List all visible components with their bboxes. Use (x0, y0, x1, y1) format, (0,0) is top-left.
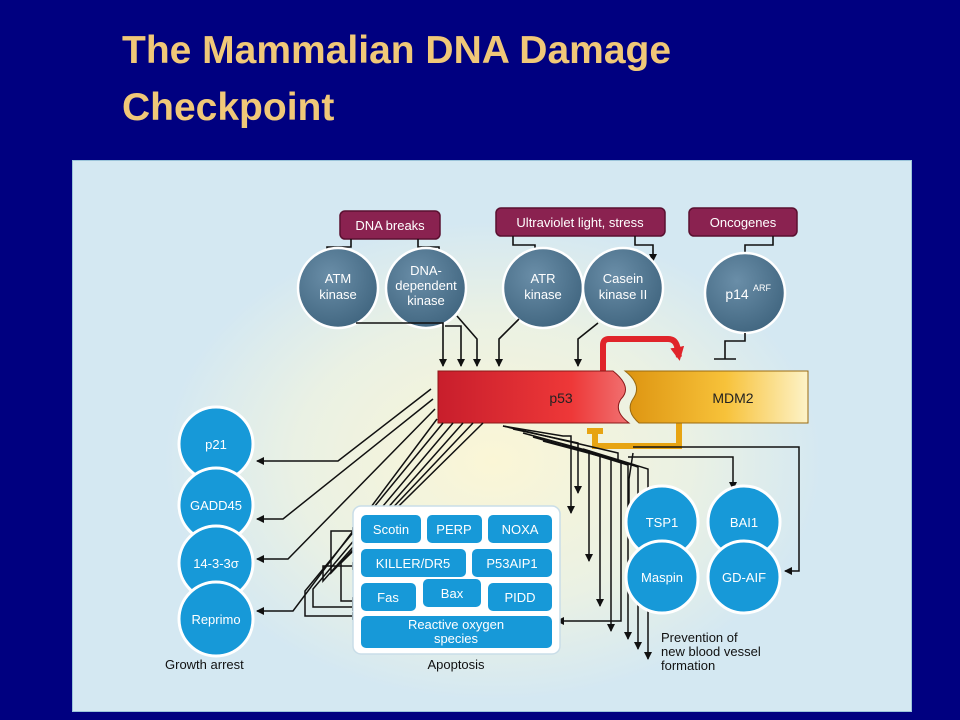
oncogenes-label: Oncogenes (710, 215, 777, 230)
title-line-1: The Mammalian DNA Damage (122, 29, 672, 72)
svg-text:BAI1: BAI1 (730, 515, 758, 530)
perp-node: PERP (427, 515, 482, 543)
p21-node: p21 (177, 405, 255, 483)
gd-aif-node: GD-AIF (706, 539, 782, 615)
svg-text:14-3-3σ: 14-3-3σ (193, 556, 239, 571)
p53-protein: p53 (437, 370, 631, 424)
svg-text:PERP: PERP (436, 522, 471, 537)
svg-text:GADD45: GADD45 (190, 498, 242, 513)
diagram-panel: DNA breaks Ultraviolet light, stress Onc… (72, 160, 912, 712)
svg-text:ATR: ATR (530, 271, 555, 286)
svg-text:DNA-: DNA- (410, 263, 442, 278)
uv-stress-label: Ultraviolet light, stress (516, 215, 644, 230)
svg-text:p14: p14 (725, 286, 749, 302)
fas-node: Fas (361, 583, 416, 611)
p53-label: p53 (549, 390, 573, 406)
svg-text:species: species (434, 631, 479, 646)
svg-text:kinase II: kinase II (599, 287, 647, 302)
apoptosis-label: Apoptosis (427, 657, 485, 672)
p14arf-node: p14 ARF (703, 251, 787, 335)
svg-text:Bax: Bax (441, 586, 464, 601)
noxa-node: NOXA (488, 515, 552, 543)
svg-text:NOXA: NOXA (502, 522, 539, 537)
mdm2-protein: MDM2 (623, 370, 809, 424)
kinase-to-p53-arrows (356, 315, 599, 367)
svg-text:ATM: ATM (325, 271, 351, 286)
angiogenesis-label-3: formation (661, 658, 715, 673)
apoptosis-group: Scotin PERP NOXA KILLER/DR5 P53AIP1 Fas … (352, 505, 561, 672)
svg-text:kinase: kinase (407, 293, 445, 308)
growth-arrest-group: p21 GADD45 14-3-3σ Reprimo Growth arrest (165, 405, 255, 672)
svg-text:kinase: kinase (319, 287, 357, 302)
svg-text:ARF: ARF (753, 283, 772, 293)
svg-text:Casein: Casein (603, 271, 643, 286)
title-line-2: Checkpoint (122, 86, 335, 129)
angiogenesis-group: TSP1 BAI1 Maspin GD-AIF Prevention of ne… (624, 484, 782, 673)
svg-text:Reprimo: Reprimo (191, 612, 240, 627)
growth-arrest-label: Growth arrest (165, 657, 244, 672)
p14-inhibition (714, 333, 746, 360)
svg-text:Maspin: Maspin (641, 570, 683, 585)
bax-node: Bax (423, 579, 481, 607)
angiogenesis-label-2: new blood vessel (661, 644, 761, 659)
mdm2-p53-feedback-bracket (592, 423, 682, 449)
svg-text:Scotin: Scotin (373, 522, 409, 537)
svg-text:kinase: kinase (524, 287, 562, 302)
pidd-node: PIDD (488, 583, 552, 611)
stimulus-oncogenes: Oncogenes (688, 207, 798, 237)
gadd45-node: GADD45 (177, 466, 255, 544)
dna-breaks-label: DNA breaks (355, 218, 425, 233)
stimulus-uv-stress: Ultraviolet light, stress (495, 207, 666, 237)
atm-kinase-node: ATM kinase (296, 246, 380, 330)
angiogenesis-label-1: Prevention of (661, 630, 738, 645)
p53aip1-node: P53AIP1 (472, 549, 552, 577)
killer-dr5-node: KILLER/DR5 (361, 549, 466, 577)
svg-text:dependent: dependent (395, 278, 457, 293)
mdm2-label: MDM2 (712, 390, 753, 406)
reprimo-node: Reprimo (177, 580, 255, 658)
dna-pk-node: DNA- dependent kinase (384, 246, 468, 330)
svg-text:Fas: Fas (377, 590, 399, 605)
casein-kinase-node: Casein kinase II (581, 246, 665, 330)
svg-text:TSP1: TSP1 (646, 515, 679, 530)
svg-text:KILLER/DR5: KILLER/DR5 (376, 556, 450, 571)
checkpoint-diagram: DNA breaks Ultraviolet light, stress Onc… (163, 207, 823, 701)
svg-text:Reactive oxygen: Reactive oxygen (408, 617, 504, 632)
svg-text:p21: p21 (205, 437, 227, 452)
reactive-oxygen-species-node: Reactive oxygen species (361, 616, 552, 648)
scotin-node: Scotin (361, 515, 421, 543)
atr-kinase-node: ATR kinase (501, 246, 585, 330)
svg-text:P53AIP1: P53AIP1 (486, 556, 537, 571)
svg-text:GD-AIF: GD-AIF (722, 570, 766, 585)
p53-mdm2-activation-arrow (600, 336, 685, 371)
svg-text:PIDD: PIDD (504, 590, 535, 605)
tsp1-node: TSP1 (624, 484, 700, 560)
slide-title: The Mammalian DNA Damage Checkpoint (122, 22, 882, 136)
stimulus-dna-breaks: DNA breaks (339, 210, 441, 240)
maspin-node: Maspin (624, 539, 700, 615)
